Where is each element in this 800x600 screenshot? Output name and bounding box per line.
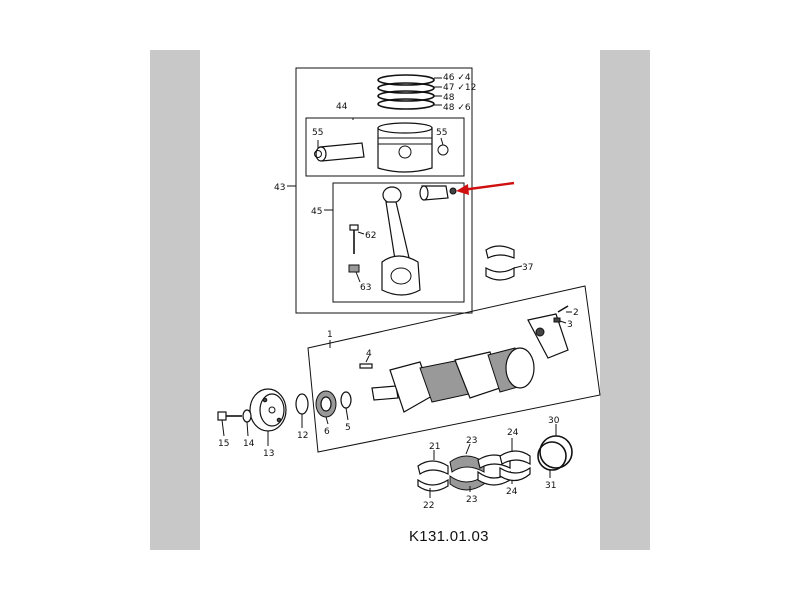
- label-6: 6: [324, 427, 330, 437]
- red-arrow: [456, 181, 515, 195]
- label-37: 37: [522, 263, 533, 273]
- label-15: 15: [218, 439, 229, 449]
- label-55b: 55: [436, 128, 447, 138]
- piston: [377, 122, 433, 173]
- washer-14: [242, 409, 252, 423]
- label-3: 3: [567, 320, 573, 330]
- crankshaft: [371, 347, 535, 413]
- bolt-15: [217, 411, 242, 421]
- label-47: 47 ✓12: [443, 83, 476, 93]
- label-63: 63: [360, 283, 371, 293]
- label-31: 31: [545, 481, 556, 491]
- leader-lines: [221, 118, 572, 498]
- label-55a: 55: [312, 128, 323, 138]
- gear-6: [315, 390, 337, 418]
- label-23b: 23: [466, 495, 477, 505]
- label-46: 46 ✓4: [443, 73, 471, 83]
- label-4: 4: [366, 349, 372, 359]
- conrod-box-45: [332, 182, 465, 303]
- left-gray-panel: [150, 50, 200, 550]
- label-5: 5: [345, 423, 351, 433]
- rod-bolt: [349, 224, 359, 254]
- label-14: 14: [243, 439, 255, 449]
- label-24b: 24: [506, 487, 518, 497]
- circlip-right: [437, 144, 449, 156]
- counterweight: [527, 305, 569, 359]
- label-21: 21: [429, 442, 440, 452]
- label-48a: 48: [443, 93, 455, 103]
- label-13: 13: [263, 449, 274, 459]
- label-22: 22: [423, 501, 434, 511]
- right-gray-panel: [600, 50, 650, 550]
- label-12: 12: [297, 431, 308, 441]
- diagram-code: K131.01.03: [409, 528, 489, 545]
- piston-pin: [315, 142, 365, 162]
- crankshaft-panel-1: [307, 285, 601, 453]
- bearing-shells-37: [485, 245, 515, 281]
- label-43: 43: [274, 183, 285, 193]
- label-44: 44: [336, 102, 348, 112]
- main-bearings: [417, 450, 531, 492]
- label-23a: 23: [466, 436, 477, 446]
- seal-12: [295, 393, 309, 415]
- piston-rings: [377, 74, 442, 110]
- label-62: 62: [365, 231, 376, 241]
- key-4: [359, 363, 373, 369]
- label-1: 1: [327, 330, 333, 340]
- connecting-rod: [381, 186, 421, 296]
- ring-5: [340, 391, 352, 409]
- label-48b: 48 ✓6: [443, 103, 471, 113]
- piston-box-44: [305, 117, 465, 177]
- label-2: 2: [573, 308, 579, 318]
- label-45: 45: [311, 207, 322, 217]
- group-box-43: [295, 67, 473, 314]
- pulley-13: [249, 388, 287, 432]
- label-30: 30: [548, 416, 560, 426]
- circlip-left: [314, 150, 322, 158]
- thrust-washers: [537, 435, 573, 471]
- small-end-bushing: [419, 185, 457, 201]
- rod-nut: [348, 264, 360, 273]
- label-24a: 24: [507, 428, 519, 438]
